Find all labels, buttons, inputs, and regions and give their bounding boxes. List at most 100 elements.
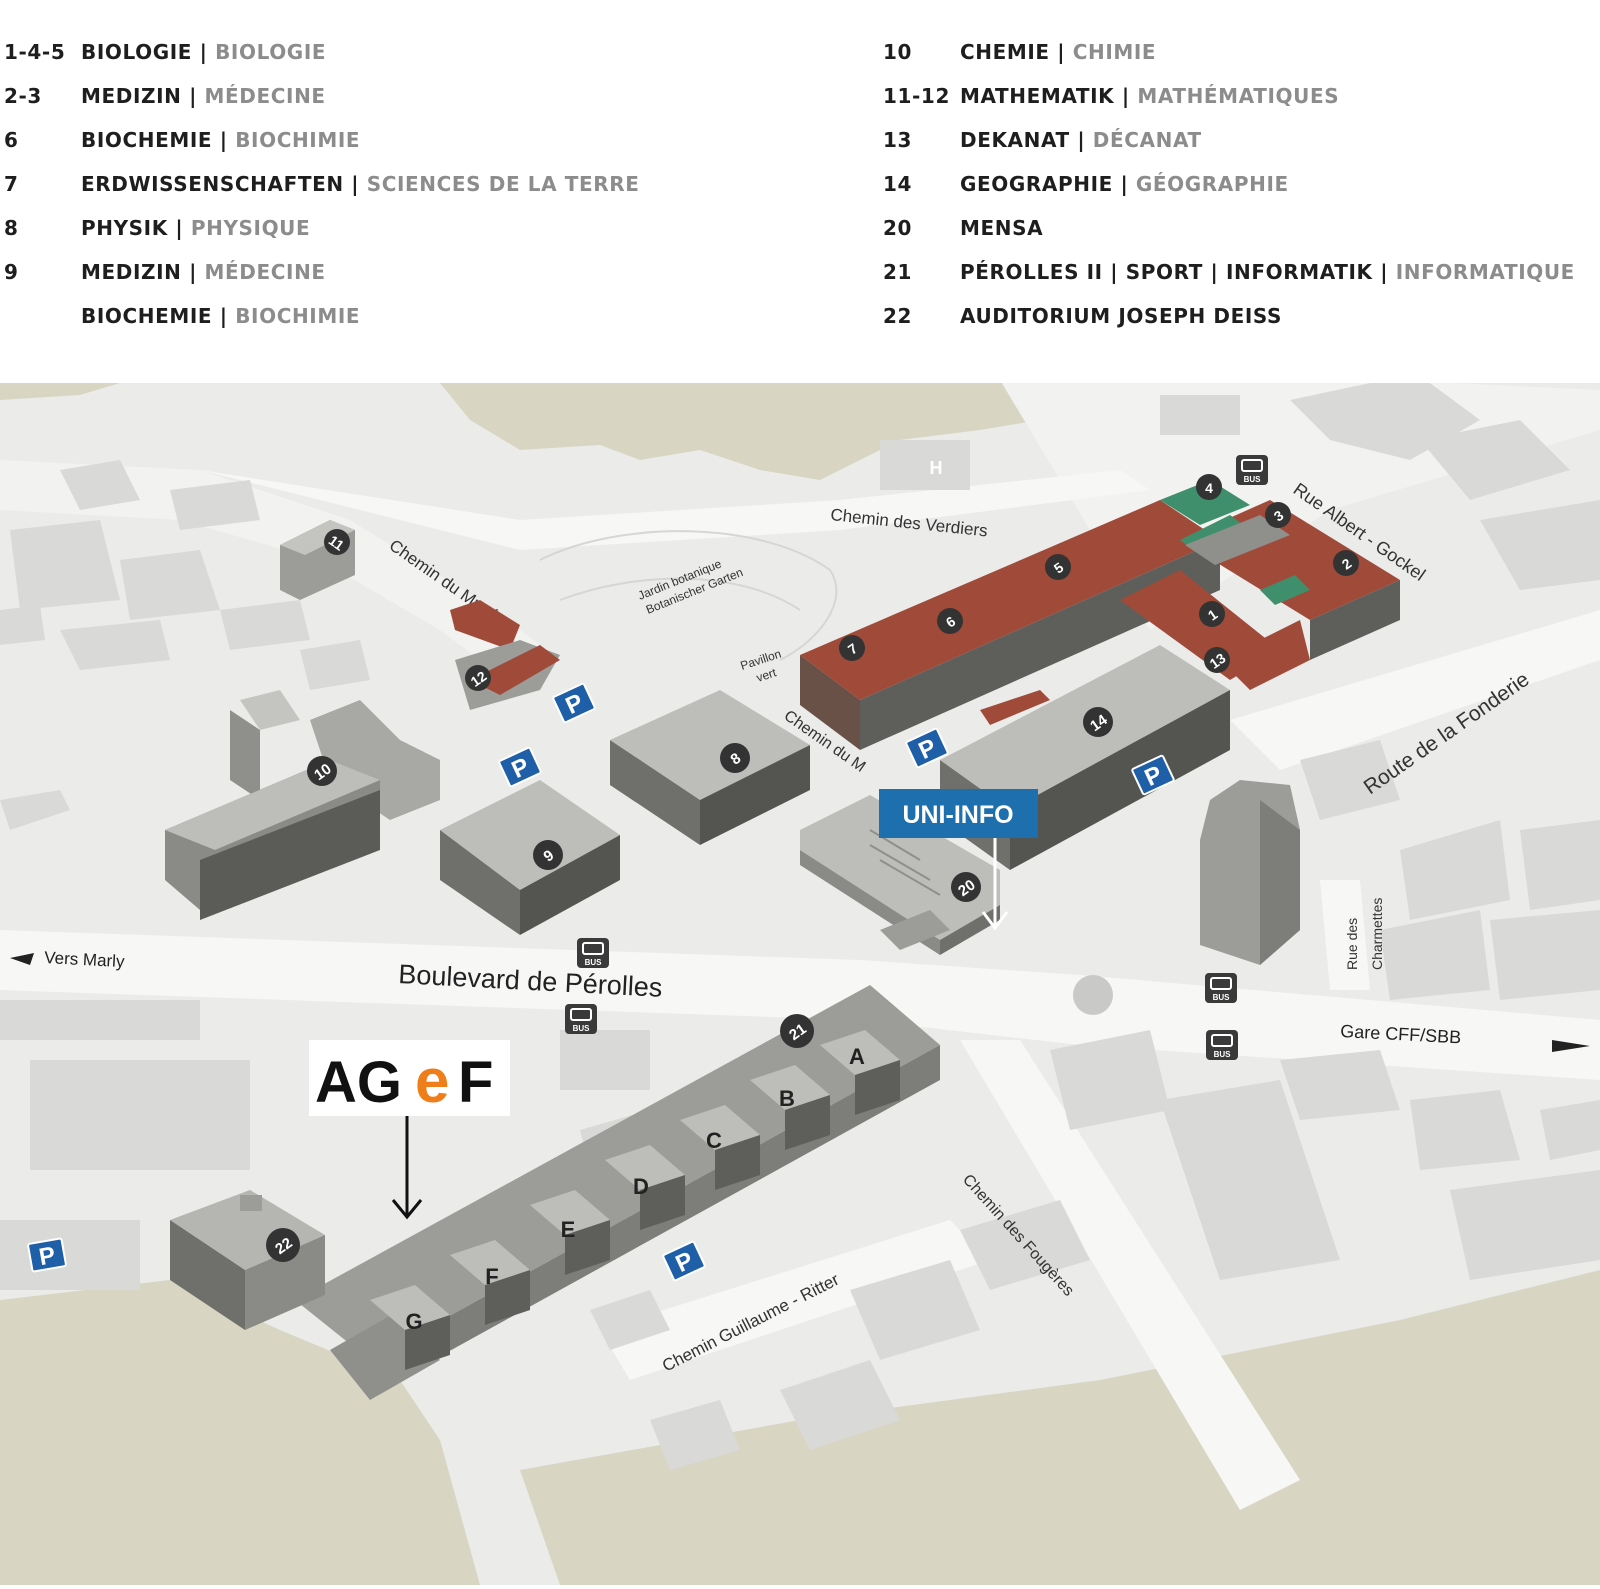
boulevard-road bbox=[0, 930, 1600, 1080]
wing-e[interactable]: E bbox=[530, 1190, 610, 1275]
street-label: Charmettes bbox=[1369, 898, 1385, 970]
legend-number: 9 bbox=[4, 260, 19, 284]
agef-logo-f: F bbox=[458, 1050, 493, 1115]
legend-label-de: AUDITORIUM JOSEPH DEISS bbox=[960, 304, 1283, 328]
building-9[interactable]: 9 bbox=[440, 780, 620, 935]
legend-row: 7 ERDWISSENSCHAFTEN | SCIENCES DE LA TER… bbox=[4, 162, 640, 206]
road bbox=[1230, 610, 1600, 770]
wing-label: C bbox=[706, 1128, 722, 1153]
legend-label-de: PÉROLLES II | SPORT | INFORMATIK bbox=[960, 260, 1373, 284]
legend-number: 7 bbox=[4, 172, 19, 196]
legend: 1-4-5 BIOLOGIE | BIOLOGIE 2-3 MEDIZIN | … bbox=[0, 0, 1600, 380]
legend-row: 8 PHYSIK | PHYSIQUE bbox=[4, 206, 640, 250]
street-label: Rue des bbox=[1344, 918, 1360, 970]
agef-logo-text: AG bbox=[315, 1050, 402, 1115]
building-22[interactable]: 22 bbox=[170, 1190, 325, 1330]
building-complex-biology[interactable]: 4 3 2 5 6 7 1 13 bbox=[800, 474, 1400, 750]
wing-f[interactable]: F bbox=[450, 1240, 530, 1325]
grass-area bbox=[0, 383, 120, 400]
legend-separator: | bbox=[212, 304, 236, 328]
legend-row: 21 PÉROLLES II | SPORT | INFORMATIK | IN… bbox=[883, 250, 1575, 294]
road bbox=[1320, 880, 1370, 990]
legend-label-de: DEKANAT bbox=[960, 128, 1070, 152]
wing-d[interactable]: D bbox=[605, 1145, 685, 1230]
legend-column-right: 10 CHEMIE | CHIMIE 11-12 MATHEMATIK | MA… bbox=[883, 30, 1575, 338]
legend-column-left: 1-4-5 BIOLOGIE | BIOLOGIE 2-3 MEDIZIN | … bbox=[4, 30, 640, 338]
wing-label: E bbox=[561, 1217, 576, 1242]
garden-path bbox=[559, 577, 801, 611]
wing-label: D bbox=[633, 1174, 649, 1199]
road bbox=[600, 1220, 990, 1380]
legend-separator: | bbox=[1372, 260, 1396, 284]
legend-number: 11-12 bbox=[883, 84, 950, 108]
legend-label-de: BIOLOGIE bbox=[81, 40, 193, 64]
legend-number: 1-4-5 bbox=[4, 40, 66, 64]
legend-separator: | bbox=[343, 172, 367, 196]
legend-row: 1-4-5 BIOLOGIE | BIOLOGIE bbox=[4, 30, 640, 74]
road bbox=[960, 1040, 1300, 1510]
legend-number: 8 bbox=[4, 216, 19, 240]
legend-separator: | bbox=[167, 216, 191, 240]
garden-path bbox=[539, 530, 838, 661]
legend-label-de: MEDIZIN bbox=[81, 260, 182, 284]
helipad-label: H bbox=[930, 458, 943, 478]
legend-separator: | bbox=[192, 40, 216, 64]
building-10[interactable]: 10 bbox=[165, 690, 440, 920]
legend-separator: | bbox=[1049, 40, 1073, 64]
grass-area bbox=[520, 1270, 1600, 1585]
legend-row: 20 MENSA bbox=[883, 206, 1575, 250]
grass-area bbox=[440, 383, 1100, 480]
building-marker: 21 bbox=[786, 1020, 809, 1043]
uni-info-sign[interactable]: UNI-INFO bbox=[879, 789, 1038, 931]
legend-separator: | bbox=[181, 84, 205, 108]
place-label: vert bbox=[755, 665, 779, 685]
legend-label-de: MENSA bbox=[960, 216, 1044, 240]
building-20[interactable]: 20 bbox=[800, 795, 1000, 955]
legend-row: 22 AUDITORIUM JOSEPH DEISS bbox=[883, 294, 1575, 338]
legend-label-fr: BIOLOGIE bbox=[215, 40, 327, 64]
road bbox=[200, 470, 1150, 550]
wing-label: A bbox=[849, 1044, 865, 1069]
bus-stop-icon bbox=[1235, 454, 1269, 486]
helipad-icon: H bbox=[910, 456, 962, 478]
building-11[interactable]: 11 bbox=[280, 520, 355, 600]
building-marker: 4 bbox=[1205, 480, 1213, 496]
bus-stop-icon bbox=[1204, 972, 1238, 1004]
legend-label-fr: MÉDECINE bbox=[204, 260, 326, 284]
legend-number: 22 bbox=[883, 304, 913, 328]
legend-row: BIOCHEMIE | BIOCHIMIE bbox=[4, 294, 640, 338]
legend-label-fr: DÉCANAT bbox=[1092, 128, 1202, 152]
legend-label-de: MATHEMATIK bbox=[960, 84, 1115, 108]
roundabout bbox=[1073, 975, 1113, 1015]
legend-row: 10 CHEMIE | CHIMIE bbox=[883, 30, 1575, 74]
legend-row: 11-12 MATHEMATIK | MATHÉMATIQUES bbox=[883, 74, 1575, 118]
legend-label-fr: BIOCHIMIE bbox=[235, 304, 361, 328]
building-8[interactable]: 8 bbox=[610, 690, 810, 845]
legend-label-de: CHEMIE bbox=[960, 40, 1050, 64]
legend-number: 14 bbox=[883, 172, 913, 196]
wing-g[interactable]: G bbox=[370, 1285, 450, 1370]
map-canvas[interactable]: P BUS bbox=[0, 380, 1600, 1585]
wing-b[interactable]: B bbox=[750, 1065, 830, 1150]
tower-building bbox=[1200, 780, 1300, 965]
campus-map[interactable]: P BUS bbox=[0, 380, 1600, 1585]
legend-label-fr: MÉDECINE bbox=[204, 84, 326, 108]
legend-number: 2-3 bbox=[4, 84, 42, 108]
wing-label: B bbox=[779, 1086, 795, 1111]
building-12[interactable]: 12 bbox=[450, 600, 560, 710]
legend-label-fr: GÉOGRAPHIE bbox=[1135, 172, 1289, 196]
wing-a[interactable]: A bbox=[820, 1030, 900, 1115]
legend-row: 13 DEKANAT | DÉCANAT bbox=[883, 118, 1575, 162]
bus-stop-icon bbox=[564, 1003, 598, 1035]
wing-c[interactable]: C bbox=[680, 1105, 760, 1190]
agef-logo-e: e bbox=[415, 1047, 449, 1116]
legend-row: 14 GEOGRAPHIE | GÉOGRAPHIE bbox=[883, 162, 1575, 206]
legend-label-fr: SCIENCES DE LA TERRE bbox=[366, 172, 640, 196]
legend-number: 6 bbox=[4, 128, 19, 152]
legend-separator: | bbox=[1112, 172, 1136, 196]
agef-logo[interactable]: AG e F bbox=[309, 1040, 510, 1220]
wing-label: G bbox=[405, 1309, 422, 1334]
road bbox=[0, 460, 560, 690]
building-marker: 22 bbox=[272, 1234, 295, 1257]
legend-label-de: PHYSIK bbox=[81, 216, 168, 240]
